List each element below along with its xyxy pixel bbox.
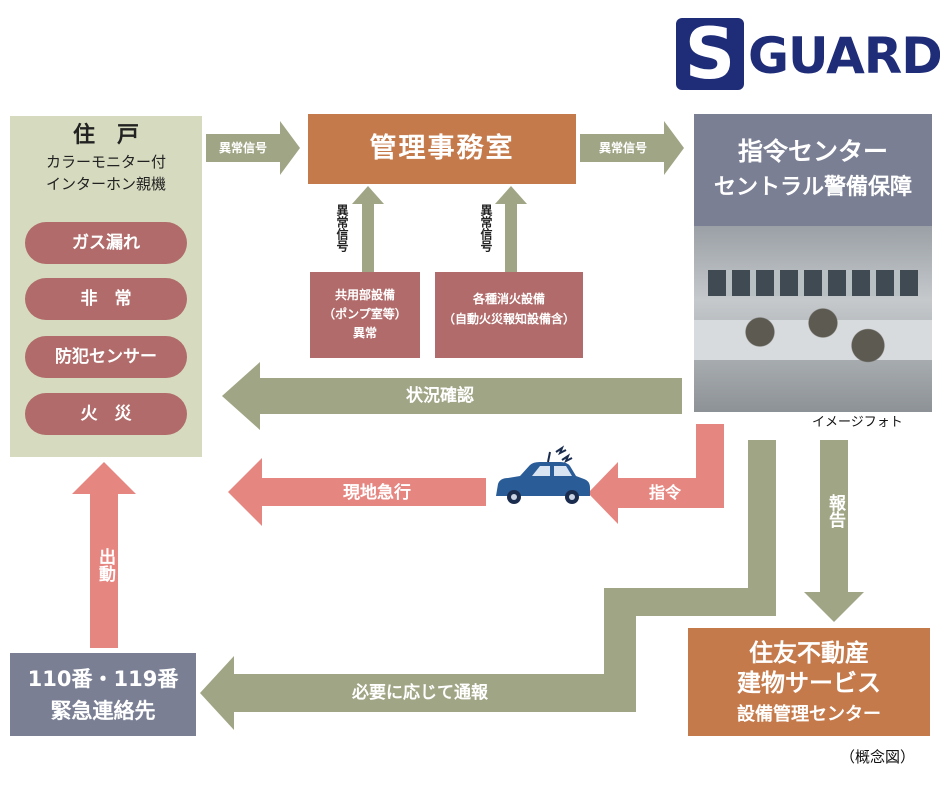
label-notify-if-needed: 必要に応じて通報 — [352, 683, 488, 703]
resident-subtitle-1: カラーモニター付 — [45, 153, 166, 171]
sumitomo-line1: 住友不動産 — [749, 639, 869, 667]
command-center-title-2: セントラル警備保障 — [713, 175, 912, 200]
emergency-line2: 緊急連絡先 — [50, 699, 156, 723]
arrow-command — [588, 424, 724, 524]
common-equipment-line2: （ポンプ室等） — [323, 307, 407, 321]
emergency-contact-box: 110番・119番 緊急連絡先 — [10, 653, 196, 736]
common-equipment-box: 共用部設備 （ポンプ室等） 異常 — [310, 272, 420, 358]
arrow-rush-to-site — [228, 458, 486, 526]
label-abnormal-signal-2: 異常信号 — [598, 141, 647, 155]
resident-item-gas-leak: ガス漏れ — [25, 222, 187, 264]
resident-item-fire: 火 災 — [25, 393, 187, 435]
management-office-title: 管理事務室 — [369, 133, 515, 164]
sumitomo-line3: 設備管理センター — [737, 704, 881, 725]
sumitomo-line2: 建物サービス — [737, 669, 881, 697]
arrow-dispatch — [72, 462, 136, 648]
resident-item-security-sensor: 防犯センサー — [25, 336, 187, 378]
arrow-common-to-office — [352, 186, 384, 272]
arrow-resident-to-office — [206, 121, 300, 175]
arrow-office-to-center — [580, 121, 684, 175]
label-abnormal-signal-3: 異常信号 — [335, 204, 349, 252]
arrow-fire-to-office — [495, 186, 527, 272]
arrow-status-check — [222, 362, 682, 430]
sumitomo-box: 住友不動産 建物サービス 設備管理センター — [688, 628, 930, 736]
photo-caption: イメージフォト — [812, 415, 903, 430]
label-status-check: 状況確認 — [406, 386, 474, 406]
fire-equipment-box: 各種消火設備 （自動火災報知設備含） — [435, 272, 583, 358]
label-rush-to-site: 現地急行 — [343, 483, 411, 503]
common-equipment-line3: 異常 — [352, 326, 377, 340]
command-center-box: 指令センター セントラル警備保障 — [694, 114, 932, 226]
common-equipment-line1: 共用部設備 — [334, 288, 395, 302]
logo-text: GUARD — [748, 27, 940, 85]
emergency-line1: 110番・119番 — [27, 667, 179, 691]
photo-monitor-row — [708, 270, 918, 296]
arrow-notify — [200, 440, 776, 730]
photo-operators — [724, 296, 904, 386]
resident-subtitle-2: インターホン親機 — [45, 175, 166, 193]
logo-s-mark: S — [676, 14, 744, 94]
arrow-report — [804, 440, 864, 622]
label-abnormal-signal-1: 異常信号 — [218, 141, 267, 155]
patrol-car-icon — [496, 445, 590, 504]
logo-s-letter: S — [684, 13, 736, 95]
resident-title: 住 戸 — [72, 123, 139, 148]
command-center-title-1: 指令センター — [737, 137, 888, 166]
label-command: 指令 — [648, 483, 681, 502]
command-center-photo — [694, 226, 932, 412]
fire-equipment-line2: （自動火災報知設備含） — [442, 312, 575, 326]
management-office-box: 管理事務室 — [308, 114, 576, 184]
fire-equipment-line1: 各種消火設備 — [472, 292, 545, 306]
resident-item-emergency: 非 常 — [25, 278, 187, 320]
label-abnormal-signal-4: 異常信号 — [479, 204, 493, 252]
label-dispatch: 出動 — [95, 548, 115, 582]
sguard-logo: S GUARD — [676, 14, 940, 94]
label-report: 報告 — [825, 494, 845, 528]
footnote: （概念図） — [840, 748, 916, 766]
